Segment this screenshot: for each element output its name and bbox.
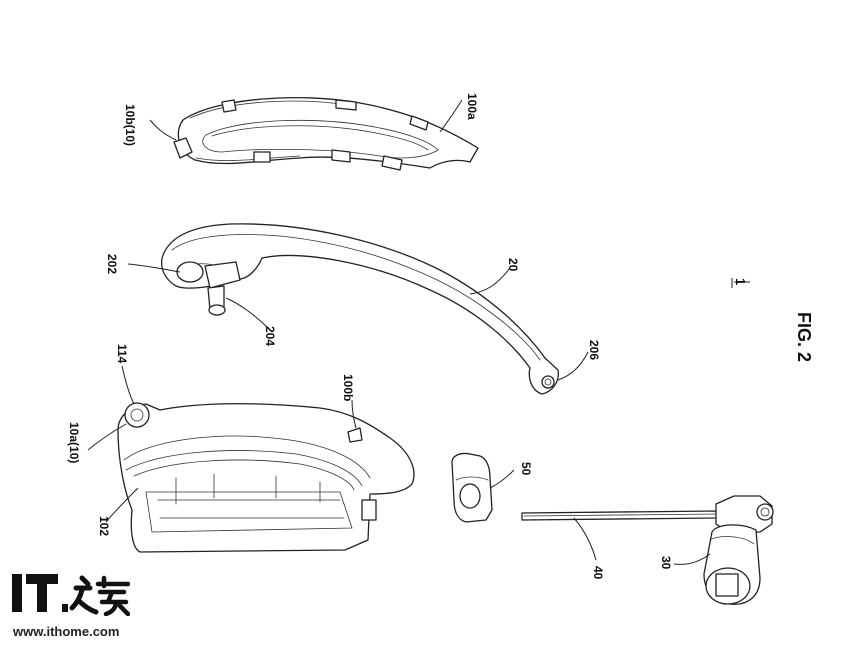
ithome-logo	[12, 574, 130, 616]
label-10a: 10a(10)	[67, 422, 81, 463]
assembly-ref: 1	[733, 278, 748, 285]
label-10b: 10b(10)	[123, 104, 137, 146]
label-40: 40	[591, 566, 605, 580]
label-20: 20	[506, 258, 520, 272]
label-206: 206	[587, 340, 601, 360]
label-102: 102	[97, 516, 111, 536]
part-30-knob	[703, 495, 774, 605]
watermark-url: www.ithome.com	[13, 624, 120, 639]
label-202: 202	[105, 254, 119, 274]
label-114: 114	[115, 344, 129, 364]
part-50-clip	[451, 452, 493, 523]
reference-labels: 100a 10b(10) 20 202 204 206 114 10a(10) …	[67, 93, 814, 580]
part-10a-housing	[117, 402, 415, 553]
label-30: 30	[659, 556, 673, 570]
label-100b: 100b	[341, 374, 355, 401]
label-100a: 100a	[465, 93, 479, 120]
part-40-rod	[521, 510, 719, 521]
leader-lines	[87, 99, 750, 565]
figure-title: FIG. 2	[794, 312, 814, 362]
label-50: 50	[519, 462, 533, 476]
label-204: 204	[263, 326, 277, 346]
part-20-arm	[160, 223, 559, 395]
part-100a-cover	[173, 97, 479, 171]
